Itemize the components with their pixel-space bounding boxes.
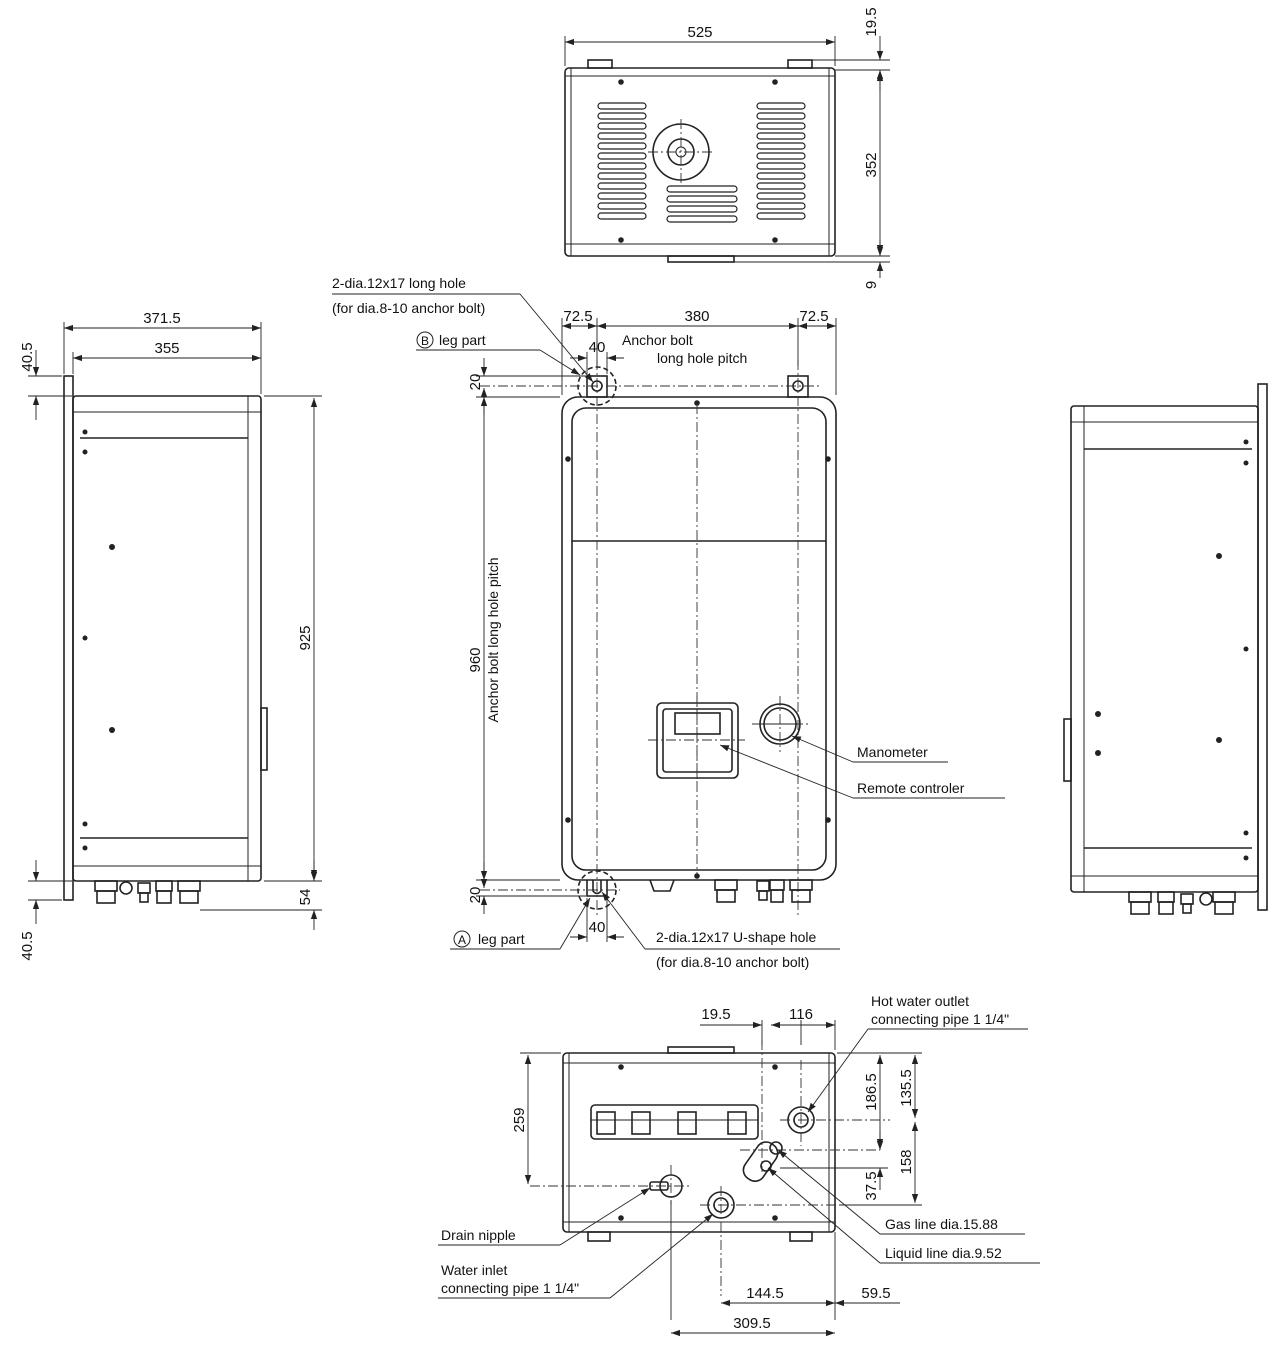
label-u-hole-note: (for dia.8-10 anchor bolt) bbox=[656, 954, 809, 970]
label-manometer: Manometer bbox=[857, 744, 928, 760]
label-anchor-bolt: Anchor bolt bbox=[622, 332, 693, 348]
dim-259: 259 bbox=[511, 1107, 528, 1132]
dim-width-top: 525 bbox=[687, 24, 712, 41]
dim-vertical-pitch: 960 bbox=[467, 647, 484, 672]
vent-center bbox=[666, 185, 738, 223]
dim-left-bottom-extra: 40.5 bbox=[19, 931, 36, 960]
dim-leg-width-top: 40 bbox=[589, 339, 606, 356]
dim-bottom-offset: 9 bbox=[863, 281, 880, 289]
drain-nipple-icon bbox=[530, 1165, 690, 1205]
label-anchor-pitch: long hole pitch bbox=[657, 350, 747, 366]
dim-116: 116 bbox=[789, 1006, 813, 1023]
label-gas: Gas line dia.15.88 bbox=[885, 1216, 998, 1232]
dim-top-offset: 19.5 bbox=[863, 7, 880, 36]
dim-186-5: 186.5 bbox=[863, 1073, 880, 1111]
dim-pitch: 380 bbox=[684, 308, 709, 325]
vent-left bbox=[597, 102, 647, 220]
fan-outlet-icon bbox=[648, 119, 714, 185]
front-pipe-fittings bbox=[649, 879, 813, 903]
side-pipe-fittings bbox=[94, 880, 201, 904]
front-view: 72.5 380 72.5 40 40 20 960 Anchor bolt l… bbox=[332, 275, 1005, 970]
label-long-hole-note: (for dia.8-10 anchor bolt) bbox=[332, 300, 485, 316]
label-u-hole: 2-dia.12x17 U-shape hole bbox=[656, 929, 817, 945]
dim-right-margin: 72.5 bbox=[799, 308, 828, 325]
dim-leg-top: 20 bbox=[467, 374, 484, 391]
dim-leg-bottom: 20 bbox=[467, 887, 484, 904]
label-long-hole: 2-dia.12x17 long hole bbox=[332, 275, 466, 291]
dim-144-5: 144.5 bbox=[746, 1285, 784, 1302]
label-hot-water-1: Hot water outlet bbox=[871, 993, 969, 1009]
label-a-leg: leg part bbox=[478, 931, 525, 947]
hot-water-outlet-icon bbox=[780, 1060, 890, 1146]
bottom-view: 19.5 116 Hot water outlet connecting pip… bbox=[438, 993, 1040, 1337]
label-remote: Remote controler bbox=[857, 780, 965, 796]
dim-height: 925 bbox=[297, 625, 314, 650]
right-side-view bbox=[1063, 383, 1268, 915]
label-b-letter: B bbox=[421, 334, 429, 348]
dim-59-5: 59.5 bbox=[861, 1285, 890, 1302]
terminal-block bbox=[590, 1104, 759, 1140]
dim-135-5: 135.5 bbox=[898, 1069, 915, 1107]
right-pipe-fittings bbox=[1128, 891, 1236, 915]
top-view: 525 19.5 352 9 bbox=[564, 7, 890, 289]
label-water-in-1: Water inlet bbox=[441, 1262, 508, 1278]
label-water-in-2: connecting pipe 1 1/4" bbox=[441, 1280, 579, 1296]
gas-liquid-line-icon bbox=[740, 1040, 880, 1182]
dim-309-5: 309.5 bbox=[733, 1315, 771, 1332]
dim-left-bottom: 54 bbox=[297, 889, 314, 906]
dim-158: 158 bbox=[898, 1149, 915, 1174]
dim-19-5: 19.5 bbox=[701, 1006, 730, 1023]
water-inlet-icon bbox=[700, 1186, 860, 1296]
dim-outer-width: 371.5 bbox=[143, 310, 181, 327]
label-vertical-pitch: Anchor bolt long hole pitch bbox=[485, 558, 501, 723]
dim-37-5: 37.5 bbox=[863, 1171, 880, 1200]
dim-leg-width-bottom: 40 bbox=[589, 919, 606, 936]
label-drain: Drain nipple bbox=[441, 1227, 516, 1243]
label-b-leg: leg part bbox=[439, 332, 486, 348]
dim-inner-width: 355 bbox=[154, 340, 179, 357]
vent-right bbox=[756, 102, 806, 220]
label-hot-water-2: connecting pipe 1 1/4" bbox=[871, 1011, 1009, 1027]
dim-left-margin: 72.5 bbox=[563, 308, 592, 325]
label-liquid: Liquid line dia.9.52 bbox=[885, 1245, 1002, 1261]
remote-controller-icon bbox=[648, 696, 745, 786]
dim-left-top: 40.5 bbox=[19, 342, 36, 371]
dim-depth: 352 bbox=[863, 152, 880, 177]
label-a-letter: A bbox=[458, 933, 466, 947]
left-side-view: 371.5 355 40.5 925 54 40.5 bbox=[19, 310, 322, 961]
